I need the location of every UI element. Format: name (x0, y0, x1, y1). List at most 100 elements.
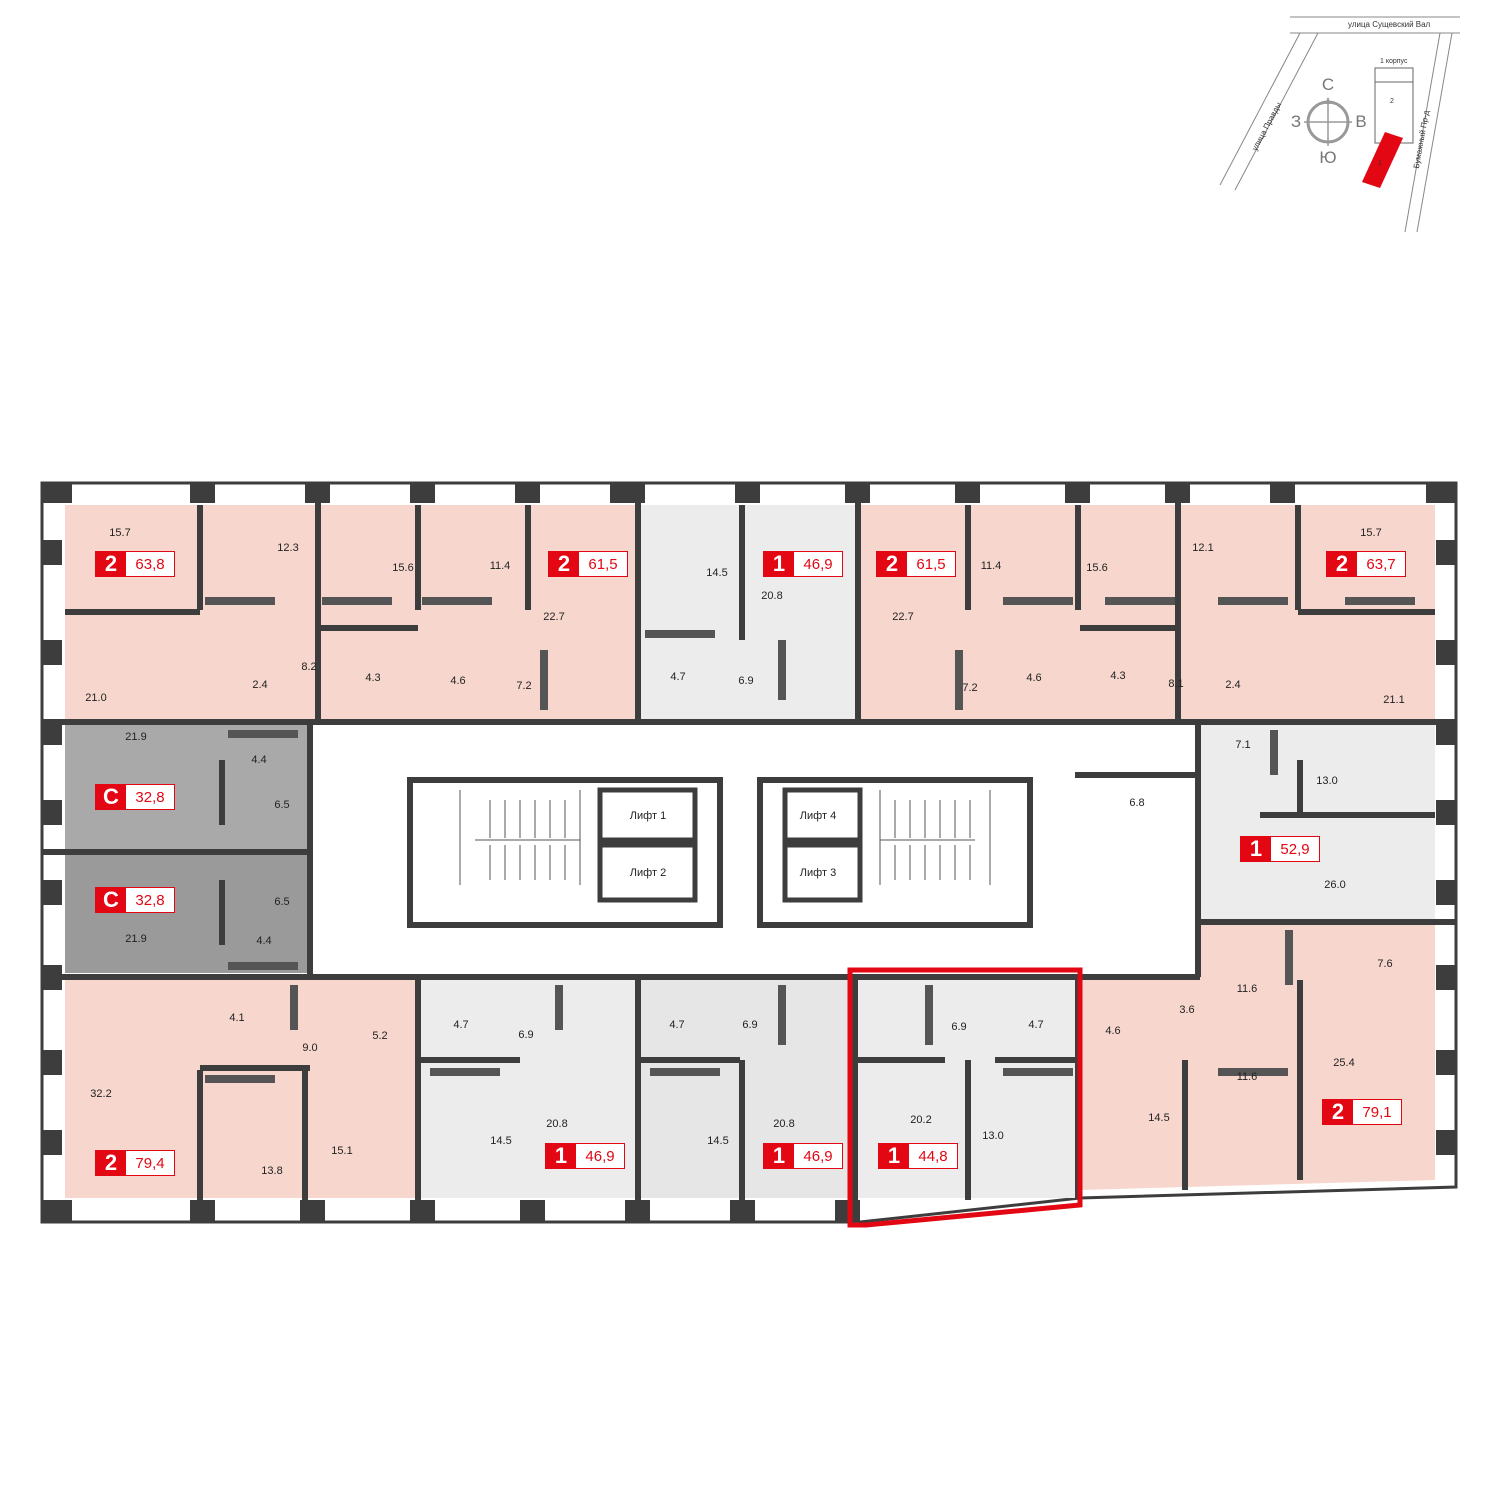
room-area: 2.4 (252, 679, 268, 691)
apartment-top-4[interactable] (860, 505, 1175, 720)
badge-apt-top-2[interactable]: 2 61,5 (548, 551, 628, 577)
badge-apt-bot-5[interactable]: 2 79,1 (1322, 1099, 1402, 1125)
room-area: 25.4 (1333, 1057, 1355, 1069)
room-area: 4.4 (251, 754, 267, 766)
building-label: 1 корпус (1380, 58, 1408, 65)
badge-apt-studio-2[interactable]: С 32,8 (95, 887, 175, 913)
badge-area: 79,4 (135, 1154, 165, 1172)
room-area: 20.8 (546, 1118, 568, 1130)
apartment-top-2[interactable] (320, 505, 635, 720)
badge-area: 52,9 (1280, 840, 1310, 858)
room-area: 14.5 (706, 567, 728, 579)
badge-apt-top-3[interactable]: 1 46,9 (763, 551, 843, 577)
room-area: 9.0 (302, 1042, 318, 1054)
badge-rooms: 1 (1241, 836, 1271, 861)
badge-rooms: 2 (877, 551, 907, 576)
room-area: 11.6 (1236, 1071, 1258, 1083)
room-area: 7.2 (962, 682, 978, 694)
room-area: 6.9 (951, 1021, 967, 1033)
apartment-top-3[interactable] (640, 505, 855, 720)
badge-rooms: 2 (96, 1150, 126, 1175)
badge-apt-bot-4[interactable]: 1 44,8 (878, 1143, 958, 1169)
room-area: 7.6 (1377, 958, 1393, 970)
room-area: 32.2 (90, 1088, 112, 1100)
badge-area: 32,8 (135, 788, 165, 806)
location-map (1219, 16, 1460, 233)
room-area: 12.1 (1192, 542, 1214, 554)
badge-area: 63,8 (135, 555, 165, 573)
room-area: 6.5 (274, 896, 290, 908)
room-area: 21.1 (1383, 694, 1405, 706)
room-area: 4.7 (669, 1019, 685, 1031)
apartment-right-1[interactable] (1200, 725, 1435, 920)
badge-rooms: 1 (764, 1143, 794, 1168)
room-area: 13.8 (261, 1165, 283, 1177)
room-area: 4.1 (229, 1012, 245, 1024)
room-area: 6.8 (1129, 797, 1145, 809)
section-1-label: 1 (1378, 160, 1382, 167)
room-area: 22.7 (892, 611, 914, 623)
room-area: 13.0 (982, 1130, 1004, 1142)
badge-area: 32,8 (135, 891, 165, 909)
badge-apt-studio-1[interactable]: С 32,8 (95, 784, 175, 810)
room-area: 15.7 (1360, 527, 1382, 539)
room-area: 15.7 (109, 527, 131, 539)
apartment-studio-2[interactable] (65, 855, 310, 973)
room-area: 15.6 (1086, 562, 1108, 574)
room-area: 6.9 (742, 1019, 758, 1031)
badge-rooms: 2 (1327, 551, 1357, 576)
badge-rooms: 1 (764, 551, 794, 576)
badge-apt-bot-1[interactable]: 2 79,4 (95, 1150, 175, 1176)
badge-area: 46,9 (803, 555, 833, 573)
room-area: 4.7 (1028, 1019, 1044, 1031)
badge-rooms: 2 (549, 551, 579, 576)
room-area: 5.2 (372, 1030, 388, 1042)
badge-rooms: 1 (879, 1143, 909, 1168)
room-area: 6.5 (274, 799, 290, 811)
lift-4-label: Лифт 4 (799, 810, 837, 822)
badge-apt-bot-2[interactable]: 1 46,9 (545, 1143, 625, 1169)
badge-area: 46,9 (585, 1147, 615, 1165)
selected-apartment-outline (847, 967, 1083, 1228)
badge-area: 63,7 (1366, 555, 1396, 573)
room-area: 20.2 (910, 1114, 932, 1126)
compass-east: В (1355, 112, 1367, 131)
room-area: 22.7 (543, 611, 565, 623)
room-area: 26.0 (1324, 879, 1346, 891)
room-area: 7.1 (1235, 739, 1251, 751)
lift-2-label: Лифт 2 (629, 867, 667, 879)
badge-apt-top-5[interactable]: 2 63,7 (1326, 551, 1406, 577)
building (40, 481, 1458, 1228)
room-area: 14.5 (707, 1135, 729, 1147)
badge-area: 44,8 (918, 1147, 948, 1165)
room-area: 4.7 (670, 671, 686, 683)
badge-apt-top-4[interactable]: 2 61,5 (876, 551, 956, 577)
room-area: 20.8 (773, 1118, 795, 1130)
room-area: 4.6 (1105, 1025, 1121, 1037)
badge-rooms: С (96, 784, 126, 809)
room-area: 20.8 (761, 590, 783, 602)
room-area: 13.0 (1316, 775, 1338, 787)
badge-apt-top-1[interactable]: 2 63,8 (95, 551, 175, 577)
badge-apt-bot-3[interactable]: 1 46,9 (763, 1143, 843, 1169)
section-2-label: 2 (1390, 98, 1394, 105)
room-area: 4.6 (450, 675, 466, 687)
room-area: 4.6 (1026, 672, 1042, 684)
compass-north: С (1321, 75, 1335, 94)
badge-apt-right-1[interactable]: 1 52,9 (1240, 836, 1320, 862)
badge-rooms: 1 (546, 1143, 576, 1168)
lift-3-label: Лифт 3 (799, 867, 837, 879)
room-area: 3.6 (1179, 1004, 1195, 1016)
room-area: 11.4 (980, 560, 1002, 572)
room-area: 21.0 (85, 692, 107, 704)
room-area: 14.5 (1148, 1112, 1170, 1124)
lift-1-label: Лифт 1 (629, 810, 667, 822)
room-area: 15.1 (331, 1145, 353, 1157)
badge-area: 61,5 (588, 555, 618, 573)
room-area: 21.9 (125, 933, 147, 945)
compass-south: Ю (1319, 148, 1337, 167)
street-top-label: улица Сущевский Вал (1348, 20, 1431, 29)
room-area: 4.4 (256, 935, 272, 947)
